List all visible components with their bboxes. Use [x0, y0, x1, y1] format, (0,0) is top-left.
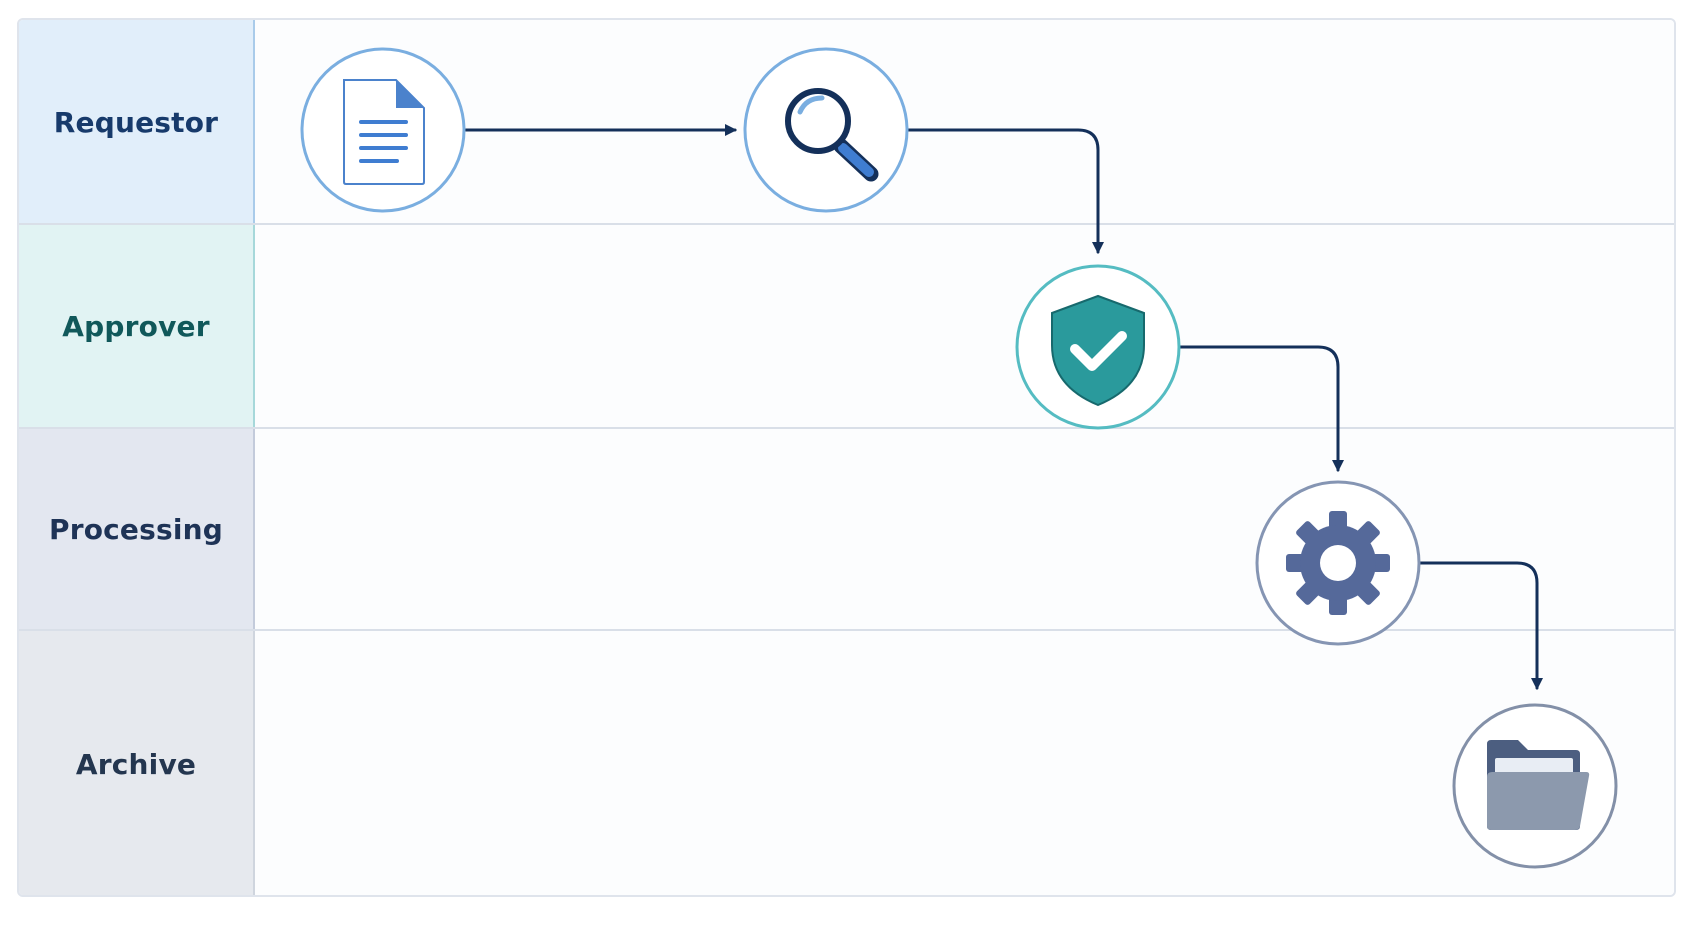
lane-body-processing — [255, 429, 1674, 630]
lane-body-requestor — [255, 20, 1674, 224]
lane-divider — [19, 223, 1674, 225]
node-process[interactable] — [1255, 480, 1421, 646]
lane-header-approver: Approver — [19, 225, 255, 428]
lane-header-archive: Archive — [19, 631, 255, 895]
document-icon — [343, 79, 425, 185]
node-submit[interactable] — [300, 47, 466, 213]
lane-archive: Archive — [19, 631, 1674, 895]
node-review[interactable] — [743, 47, 909, 213]
magnifier-icon — [785, 88, 879, 182]
lane-processing: Processing — [19, 429, 1674, 630]
lane-header-requestor: Requestor — [19, 20, 255, 224]
folder-icon — [1487, 740, 1590, 830]
connector-process-archive — [1417, 561, 1543, 690]
lane-label-approver: Approver — [62, 310, 210, 343]
connectors — [464, 124, 1543, 690]
lane-label-archive: Archive — [75, 747, 197, 781]
connector-approve-process — [1178, 345, 1344, 472]
node-archive[interactable] — [1452, 703, 1618, 869]
connector-review-approve — [906, 128, 1104, 254]
lane-requestor: Requestor — [19, 20, 1674, 224]
lane-header-processing: Processing — [19, 429, 255, 630]
lane-body-approver — [255, 225, 1674, 428]
lane-divider — [19, 629, 1674, 631]
lane-approver: Approver — [19, 225, 1674, 428]
lane-body-archive — [255, 631, 1674, 895]
lane-label-requestor: Requestor — [53, 105, 219, 139]
lane-divider — [19, 427, 1674, 429]
shield-check-icon — [1051, 294, 1145, 407]
node-approve[interactable] — [1015, 264, 1181, 430]
gear-icon — [1286, 511, 1390, 615]
lane-label-processing: Processing — [48, 513, 224, 546]
